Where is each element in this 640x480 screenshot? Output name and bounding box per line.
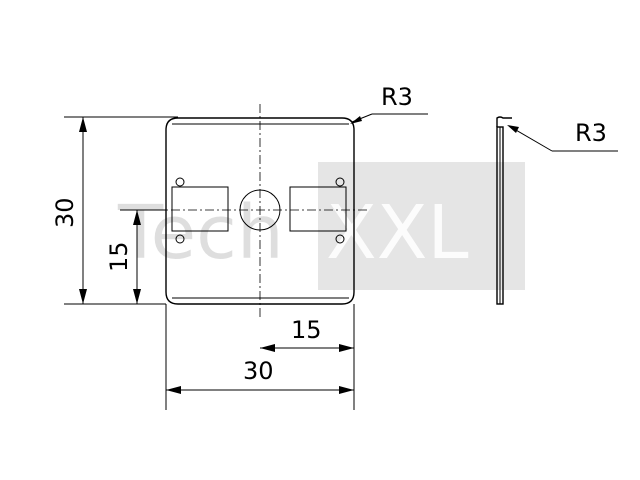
watermark: Tech XXL [117, 162, 525, 290]
slot-left [171, 186, 229, 232]
width-total-label: 30 [243, 357, 274, 385]
watermark-text-left: Tech [117, 190, 284, 276]
small-hole-bottom-left [175, 234, 185, 244]
width-half-label: 15 [291, 316, 322, 344]
plate-bevel [172, 123, 349, 299]
side-profile-top-bend [496, 116, 512, 127]
dimension-height-half: 15 [105, 209, 166, 304]
plate-outline [165, 117, 355, 305]
small-hole-top-right [335, 177, 345, 187]
dimension-width-total: 30 [166, 357, 354, 394]
radius-arrow-front [350, 116, 362, 124]
radius-callout-front: R3 [350, 83, 428, 124]
arrow-width-half-left [260, 344, 275, 352]
dimension-height-total: 30 [51, 116, 178, 305]
height-total-label: 30 [51, 197, 79, 228]
small-hole-bottom-right [335, 234, 345, 244]
arrow-height-bottom [79, 289, 87, 304]
small-hole-top-left [175, 177, 185, 187]
arrow-height-top [79, 117, 87, 132]
arrow-width-total-left [166, 386, 181, 394]
arrow-width-half-right [339, 344, 354, 352]
height-half-label: 15 [105, 241, 133, 272]
side-view [496, 116, 512, 305]
radius-arrow-side [507, 125, 519, 133]
radius-label-front: R3 [381, 83, 413, 111]
radius-label-side: R3 [575, 119, 607, 147]
watermark-box [318, 162, 525, 290]
arrow-width-total-right [339, 386, 354, 394]
dimension-width-half: 15 [165, 304, 355, 410]
arrow-half-bottom [133, 289, 141, 304]
watermark-text-right: XXL [326, 190, 469, 276]
slot-right [289, 186, 347, 232]
arrow-half-top [133, 210, 141, 225]
radius-callout-side: R3 [507, 119, 618, 152]
